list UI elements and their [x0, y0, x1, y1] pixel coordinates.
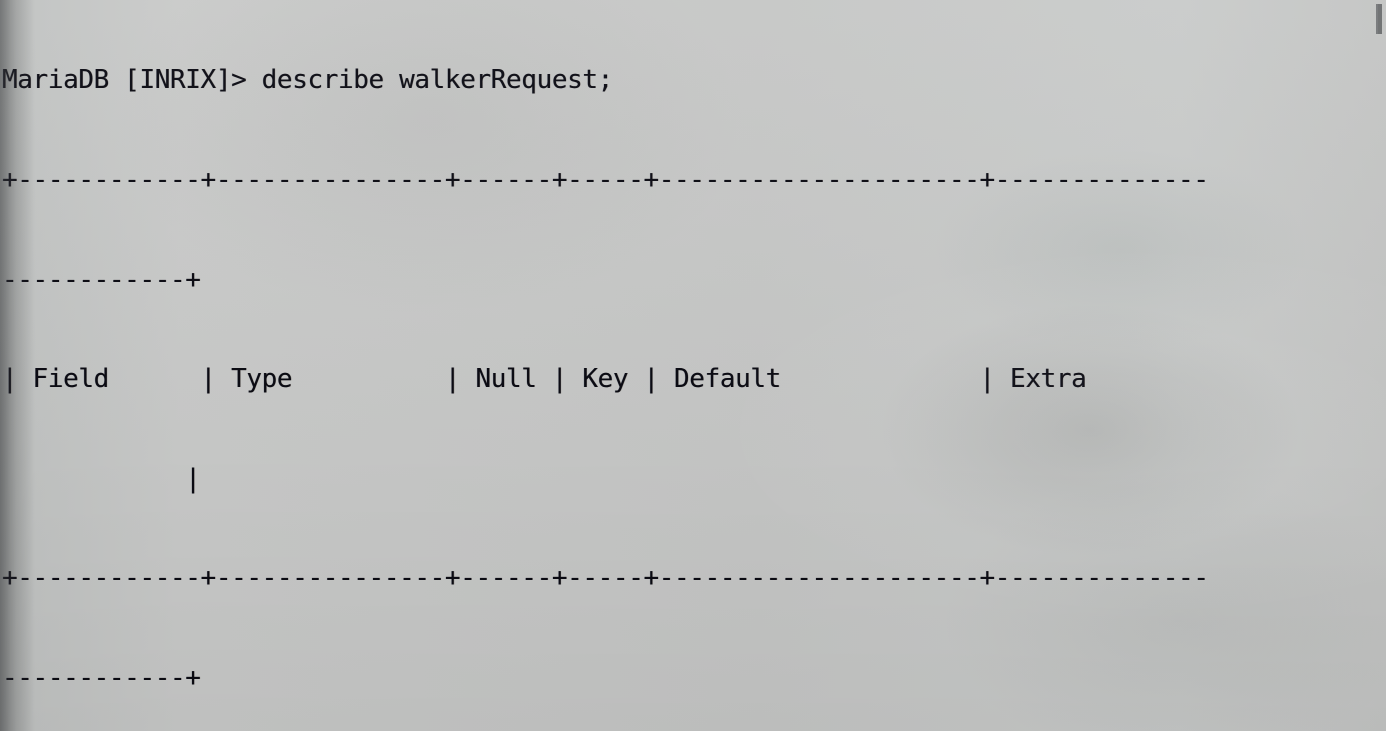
text-cursor: [1376, 4, 1382, 34]
terminal-output[interactable]: MariaDB [INRIX]> describe walkerRequest;…: [2, 0, 1285, 731]
terminal-line-rule-mid-b: ------------+: [2, 662, 201, 693]
terminal-line-rule-top-a: +------------+---------------+------+---…: [2, 165, 1209, 195]
terminal-line-rule-top-b: ------------+: [2, 264, 201, 295]
terminal-line-rule-mid-a: +------------+---------------+------+---…: [2, 563, 1209, 594]
terminal-line-prompt: MariaDB [INRIX]> describe walkerRequest;: [2, 65, 613, 96]
terminal-line-header-a: | Field | Type | Null | Key | Default | …: [2, 364, 1087, 395]
terminal-line-header-b: |: [2, 463, 201, 494]
